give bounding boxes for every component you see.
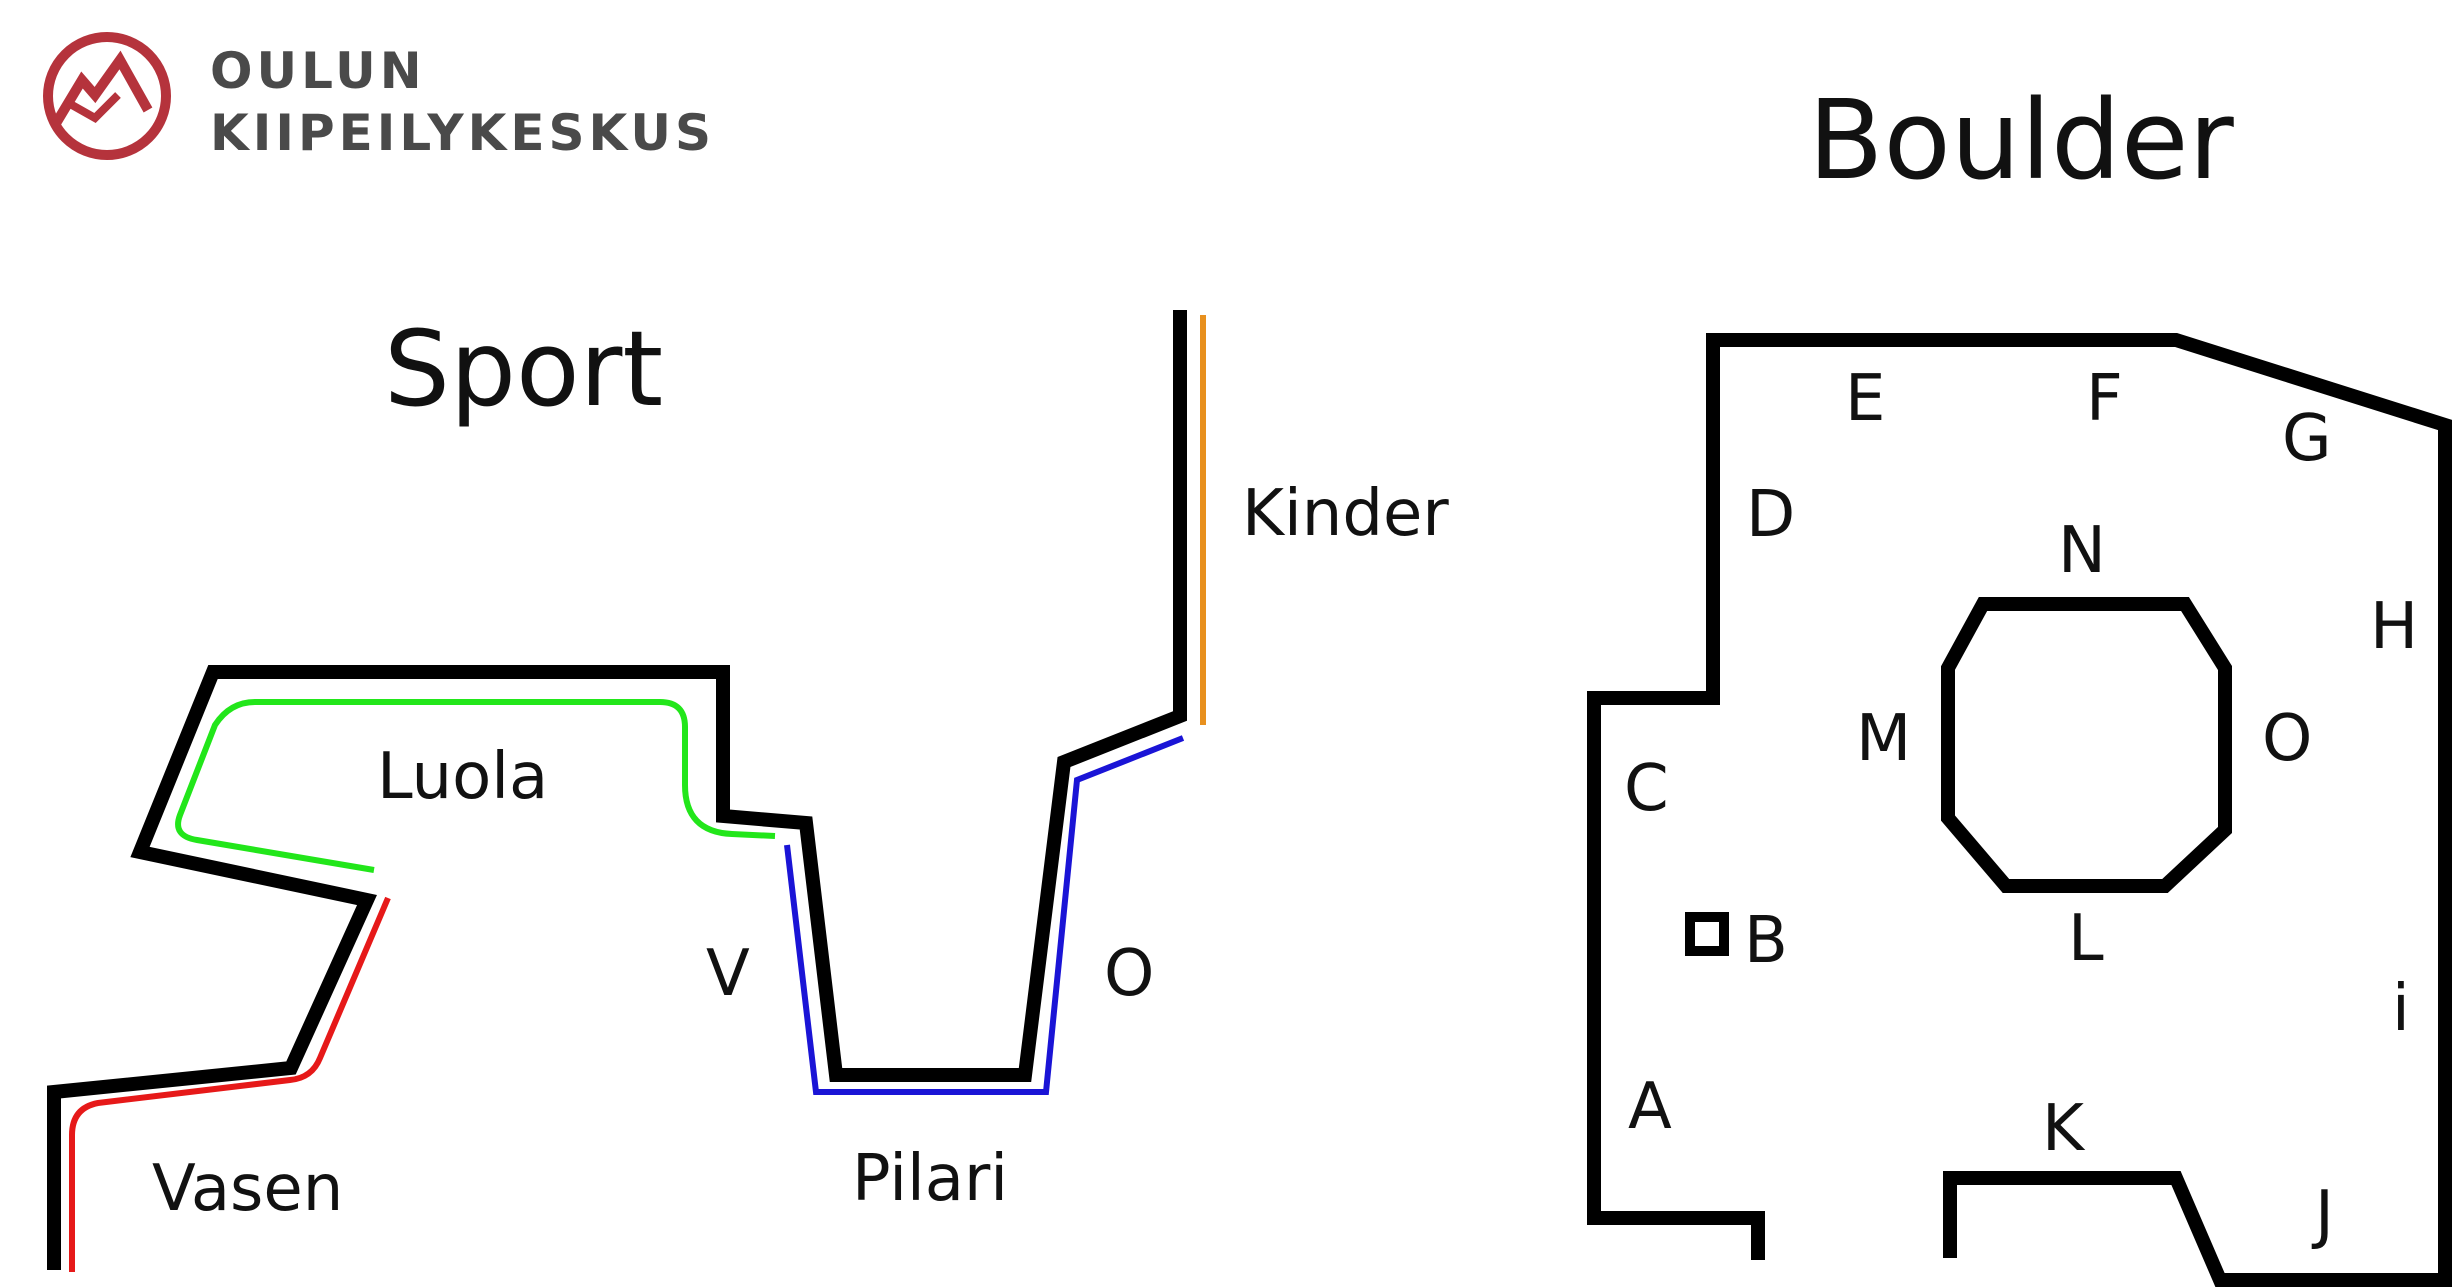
boulder-k-label: K: [2042, 1092, 2086, 1166]
boulder-l-label: L: [2068, 902, 2104, 976]
boulder-n-label: N: [2058, 514, 2106, 588]
boulder-title: Boulder: [1808, 76, 2235, 204]
sport-section: Sport Kinder Luola V O Vasen Pilari: [47, 308, 1449, 1272]
o-label: O: [1104, 937, 1154, 1011]
pilari-label: Pilari: [852, 1142, 1008, 1216]
boulder-o-label: O: [2262, 702, 2312, 776]
boulder-section: Boulder A B C D E F G H i J K L M N O: [1587, 76, 2452, 1287]
boulder-outer-wall-left: [1587, 333, 2452, 1287]
boulder-b-pillar: [1685, 912, 1729, 956]
sport-title: Sport: [384, 308, 663, 430]
boulder-central-block: [1941, 597, 2232, 893]
boulder-c-label: C: [1624, 752, 1669, 826]
boulder-j-label: J: [2311, 1178, 2334, 1252]
vasen-label: Vasen: [152, 1152, 343, 1226]
boulder-d-label: D: [1746, 478, 1795, 552]
boulder-f-label: F: [2086, 362, 2123, 436]
v-label: V: [706, 937, 750, 1011]
mountain-logo-icon: [43, 32, 171, 160]
boulder-i-label: i: [2392, 972, 2410, 1046]
vasen-route-line: [69, 896, 391, 1272]
logo-line-1: OULUN: [210, 42, 426, 100]
luola-route-line: [175, 699, 776, 873]
gym-logo: OULUN KIIPEILYKESKUS: [43, 32, 715, 162]
boulder-m-label: M: [1856, 702, 1911, 776]
sport-wall-outline: [47, 310, 1187, 1270]
boulder-g-label: G: [2282, 402, 2332, 476]
kinder-label: Kinder: [1242, 477, 1449, 551]
boulder-e-label: E: [1845, 362, 1885, 436]
boulder-h-label: H: [2370, 590, 2418, 664]
boulder-a-label: A: [1628, 1070, 1672, 1144]
luola-label: Luola: [377, 740, 548, 814]
boulder-b-label: B: [1744, 904, 1788, 978]
pilari-route-line: [784, 735, 1185, 1095]
logo-line-2: KIIPEILYKESKUS: [210, 104, 715, 162]
